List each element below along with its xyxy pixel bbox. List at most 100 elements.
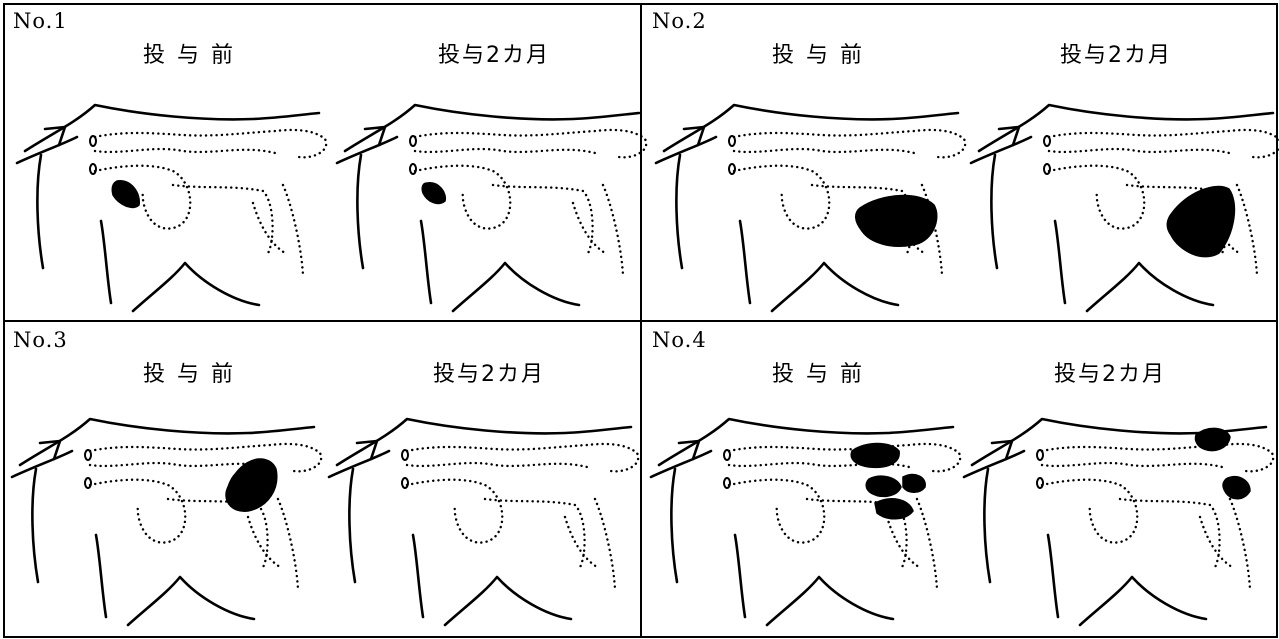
diaphragm-outline	[25, 105, 319, 151]
diaphragm-outline	[20, 419, 314, 465]
descending-loop-2	[278, 499, 298, 589]
abdominal-diagram-before	[13, 93, 323, 318]
lesion-shadow	[422, 183, 445, 204]
lesion-shadow	[1195, 428, 1230, 450]
before-label: 投与前	[772, 37, 874, 69]
o-mark	[1037, 450, 1043, 460]
descending-loop-1	[173, 185, 273, 255]
descending-loop-1	[485, 499, 585, 569]
lesion-shadow	[903, 475, 925, 493]
pelvic-outline	[1080, 577, 1206, 625]
pelvic-outline	[772, 263, 898, 311]
lesion-shadow	[1167, 186, 1234, 256]
transverse-colon-upper	[90, 444, 321, 471]
stomach-loop	[734, 166, 829, 229]
descending-loop-2	[917, 499, 937, 589]
descending-loop-3	[1200, 517, 1232, 567]
transverse-colon-lower	[415, 149, 595, 153]
o-mark	[724, 478, 730, 488]
o-mark	[729, 136, 735, 146]
o-mark	[85, 478, 91, 488]
abdominal-diagram-before	[8, 407, 318, 632]
pelvic-outline	[128, 577, 254, 625]
left-flank-line	[37, 155, 43, 268]
after-label: 投与2カ月	[1054, 356, 1166, 388]
o-mark	[724, 450, 730, 460]
pelvic-outline	[133, 263, 259, 311]
o-mark	[402, 478, 408, 488]
stomach-loop	[1049, 166, 1144, 229]
diaphragm-outline	[979, 105, 1273, 151]
abdominal-diagram-after	[333, 93, 643, 318]
stomach-loop	[407, 480, 502, 543]
left-flank-line	[671, 469, 677, 582]
inner-flank-line	[1055, 221, 1065, 303]
transverse-colon-lower	[734, 149, 914, 153]
panel-case-2: No.2 投与前 投与2カ月	[642, 3, 1276, 320]
transverse-colon-upper	[1049, 130, 1279, 157]
descending-loop-2	[595, 499, 615, 589]
o-mark	[85, 450, 91, 460]
after-label: 投与2カ月	[433, 356, 545, 388]
o-mark	[1037, 478, 1043, 488]
case-label: No.2	[652, 9, 707, 33]
pelvic-outline	[767, 577, 893, 625]
after-label: 投与2カ月	[1060, 37, 1172, 69]
left-flank-line	[991, 155, 997, 268]
o-mark	[410, 136, 416, 146]
inner-flank-line	[421, 221, 431, 303]
o-mark	[1044, 136, 1050, 146]
left-flank-line	[357, 155, 363, 268]
transverse-colon-upper	[1042, 444, 1273, 471]
inner-flank-line	[96, 535, 106, 617]
stomach-loop	[1042, 480, 1137, 543]
lesion-shadow	[875, 499, 913, 519]
stomach-loop	[90, 480, 185, 543]
transverse-colon-upper	[95, 130, 326, 157]
diaphragm-outline	[337, 419, 631, 465]
left-flank-line	[349, 469, 355, 582]
o-mark	[90, 136, 96, 146]
abdominal-diagram-before	[647, 407, 957, 632]
before-label: 投与前	[143, 37, 245, 69]
pelvic-outline	[445, 577, 571, 625]
transverse-colon-lower	[95, 149, 275, 153]
panel-case-3: No.3 投与前 投与2カ月	[3, 322, 640, 636]
o-mark	[90, 164, 96, 174]
inner-flank-line	[1048, 535, 1058, 617]
transverse-colon-upper	[415, 130, 646, 157]
descending-loop-1	[493, 185, 593, 255]
o-mark	[729, 164, 735, 174]
diaphragm-outline	[659, 419, 953, 465]
case-label: No.4	[652, 328, 707, 352]
stomach-loop	[95, 166, 190, 229]
lesion-shadow	[856, 196, 937, 247]
before-label: 投与前	[143, 356, 245, 388]
panel-case-4: No.4 投与前 投与2カ月	[642, 322, 1276, 636]
inner-flank-line	[735, 535, 745, 617]
lesion-shadow	[112, 181, 139, 208]
descending-loop-3	[573, 203, 605, 253]
diaphragm-outline	[664, 105, 958, 151]
pelvic-outline	[453, 263, 579, 311]
transverse-colon-upper	[729, 444, 960, 471]
lesion-shadow	[851, 444, 899, 468]
o-mark	[402, 450, 408, 460]
transverse-colon-lower	[1049, 149, 1229, 153]
after-label: 投与2カ月	[438, 37, 550, 69]
inner-flank-line	[101, 221, 111, 303]
before-label: 投与前	[772, 356, 874, 388]
lesion-shadow	[866, 476, 901, 496]
descending-loop-3	[887, 517, 919, 567]
pelvic-outline	[1087, 263, 1213, 311]
transverse-colon-lower	[407, 463, 587, 467]
o-mark	[1044, 164, 1050, 174]
descending-loop-3	[565, 517, 597, 567]
diaphragm-outline	[345, 105, 639, 151]
descending-loop-2	[603, 185, 623, 275]
descending-loop-2	[1230, 499, 1250, 589]
lesion-shadow	[226, 459, 277, 511]
left-flank-line	[32, 469, 38, 582]
panel-case-1: No.1 投与前 投与2カ月	[3, 3, 640, 320]
